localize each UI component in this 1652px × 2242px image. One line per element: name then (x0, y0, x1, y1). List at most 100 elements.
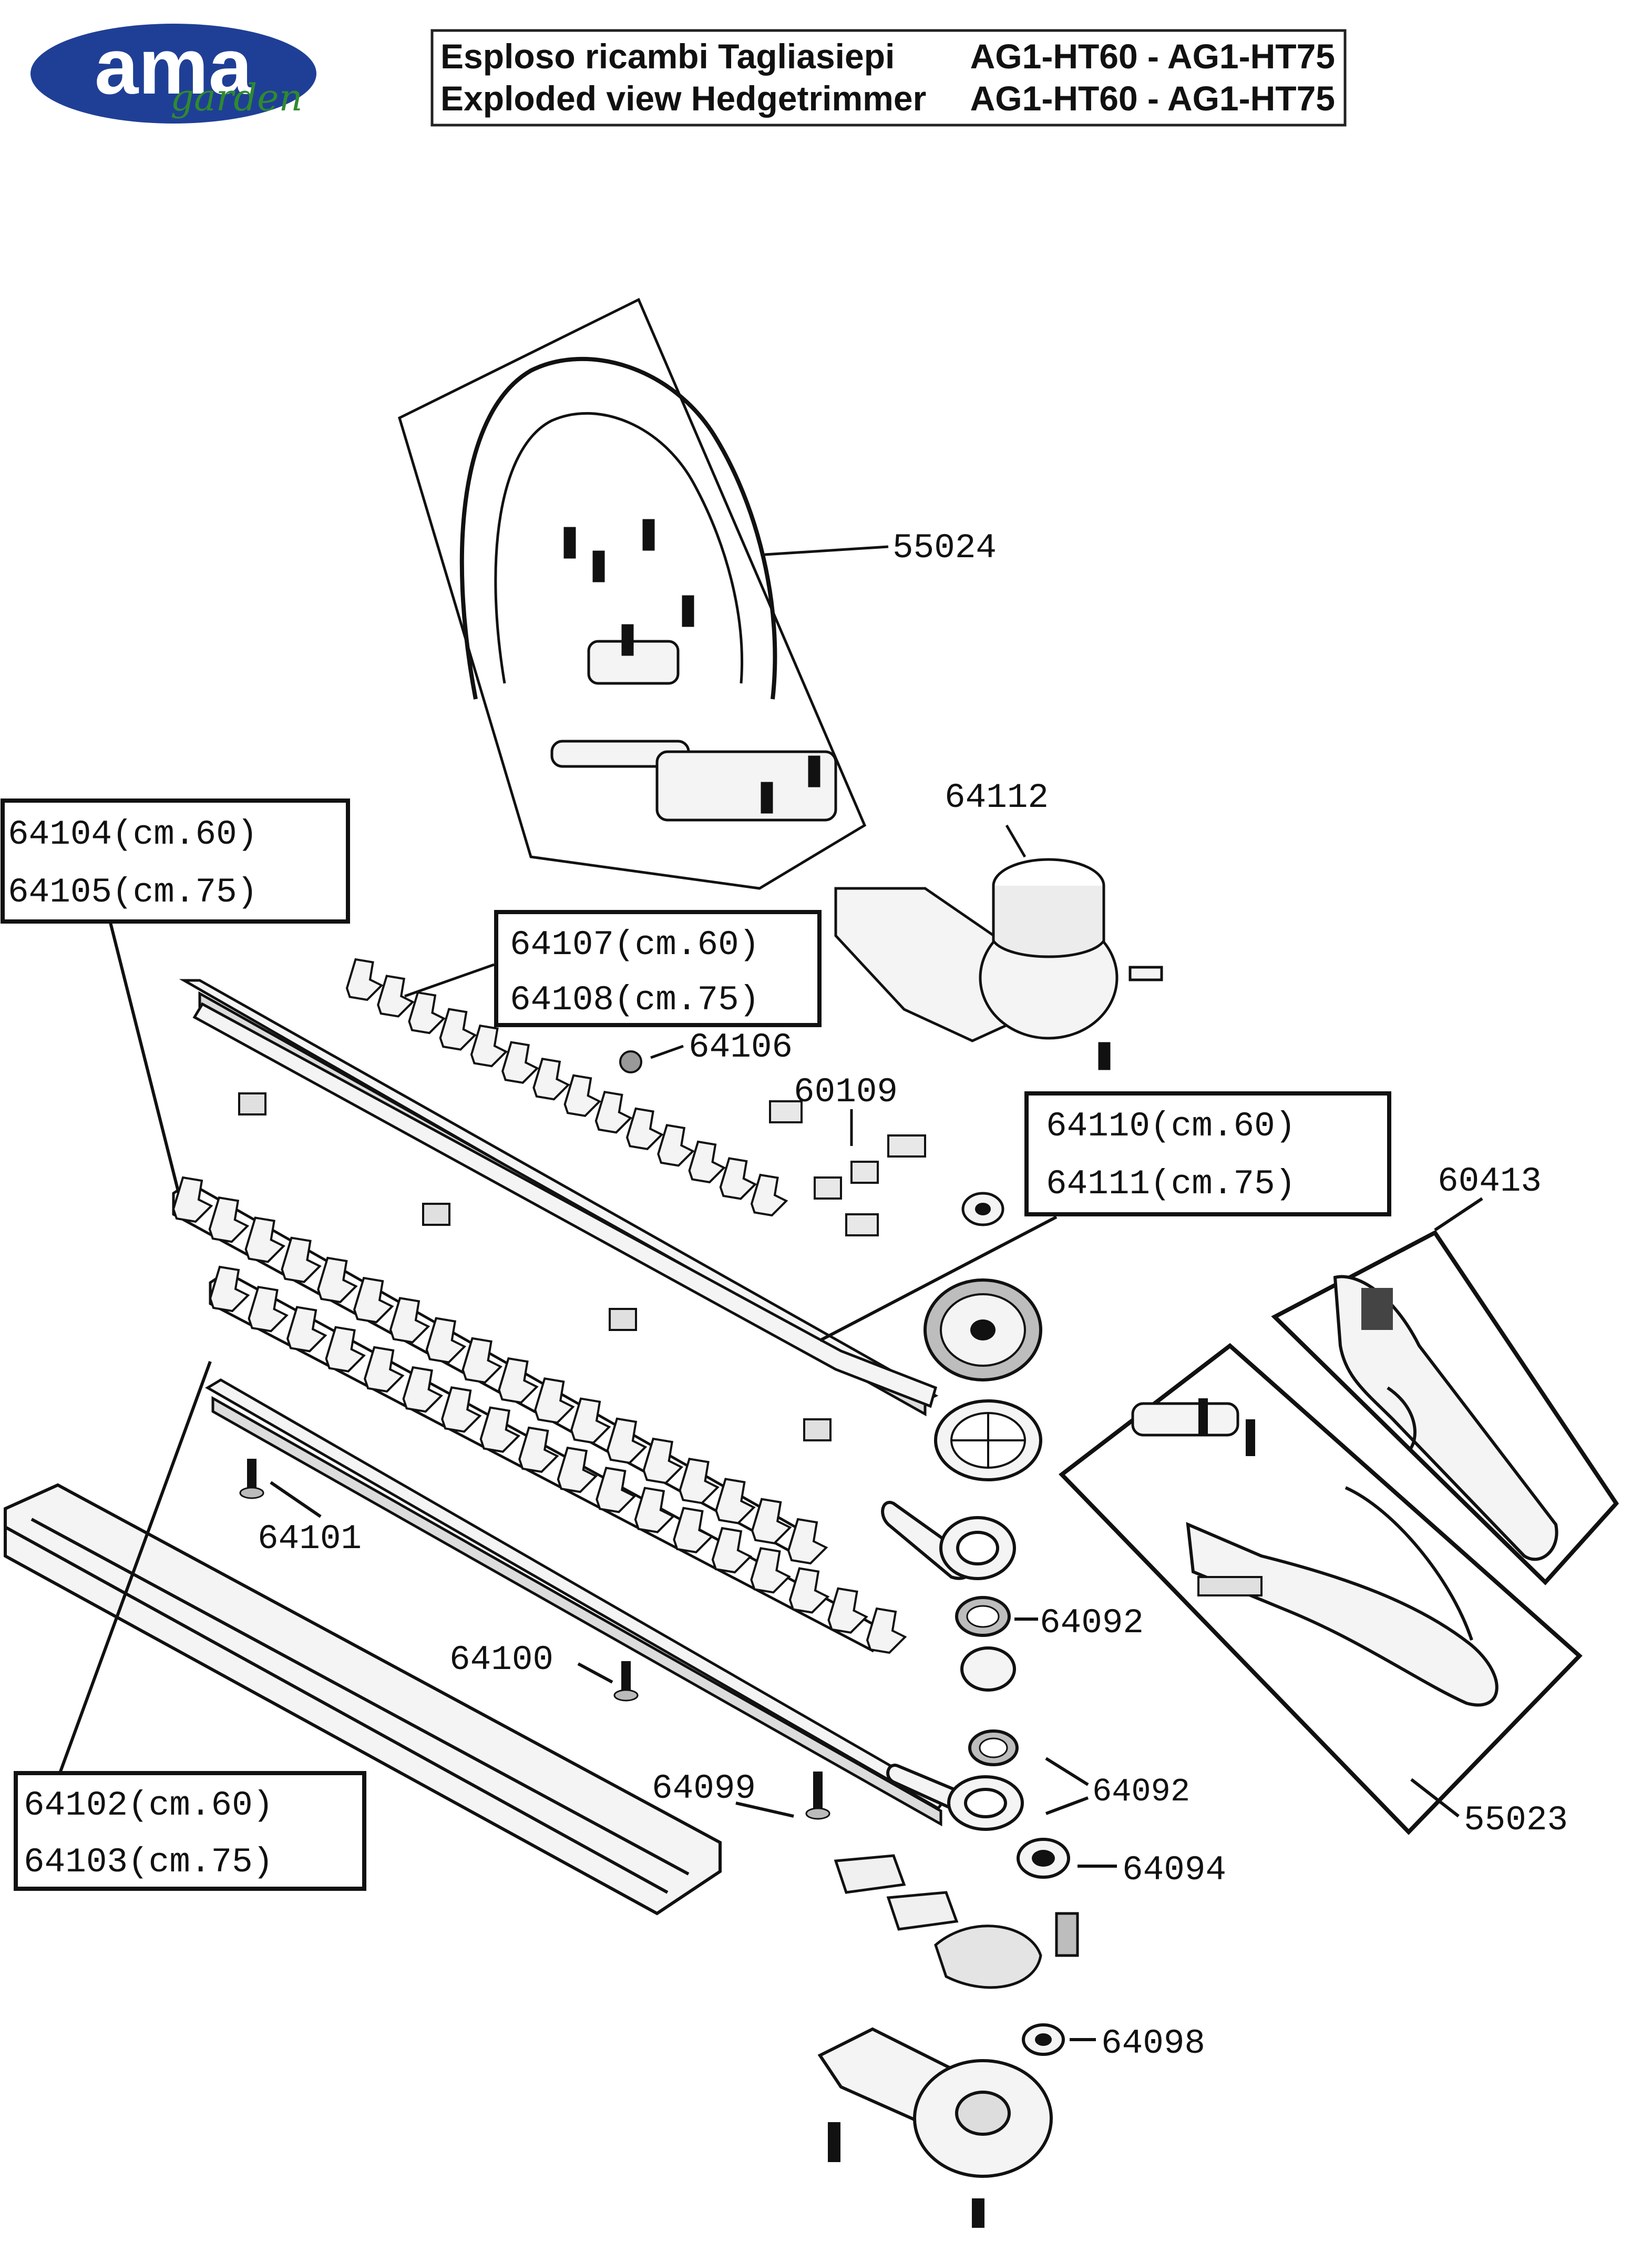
blade-tooth (244, 1216, 286, 1263)
blade-tooth (750, 1173, 788, 1217)
eccentric-wheel (934, 1399, 1042, 1481)
blade-tooth (208, 1196, 250, 1243)
housing-screw (1098, 1042, 1111, 1070)
bottom-guard-ridge (30, 1518, 690, 1876)
label-64092-a: 64092 (1040, 1603, 1144, 1643)
bolt-64101 (239, 1459, 322, 1518)
callout-64104-64105: 64104(cm.60) 64105(cm.75) (1, 798, 350, 1194)
logo-script-text: garden (170, 76, 302, 119)
pinion (1055, 1912, 1079, 1957)
leader-64112 (1005, 824, 1027, 858)
leader-64092b-2 (1045, 1796, 1089, 1815)
rear-handle-switch (1361, 1288, 1393, 1330)
title-line1-models: AG1-HT60 - AG1-HT75 (970, 37, 1335, 76)
blade-tooth (557, 1446, 598, 1493)
spacer-set-60109 (769, 1100, 926, 1236)
label-64110: 64110(cm.60) (1046, 1107, 1296, 1146)
blade-tooth (719, 1157, 757, 1200)
bottom-guard (4, 1483, 722, 1916)
label-64099: 64099 (652, 1769, 756, 1808)
blade-tooth (353, 1276, 394, 1324)
blade-tooth (866, 1607, 907, 1654)
leader-64099 (735, 1801, 794, 1818)
handle-screws (563, 519, 820, 814)
front-handle-assembly (397, 298, 889, 890)
blade-tooth (498, 1357, 539, 1404)
label-64098: 64098 (1101, 2024, 1205, 2063)
label-60413: 60413 (1438, 1162, 1542, 1201)
blade-tooth (281, 1236, 322, 1283)
blade-tooth (827, 1587, 868, 1634)
bolt-64100 (577, 1661, 639, 1702)
handle-group-frame (397, 298, 867, 890)
blade-tooth (657, 1124, 695, 1167)
spacer (887, 1134, 926, 1158)
lower-cam-plate (934, 1924, 1042, 1989)
screw (828, 2122, 840, 2162)
gasket (834, 1854, 906, 1894)
housing-cup (992, 886, 1105, 958)
blade-tooth (425, 1317, 467, 1364)
rivet (803, 1418, 832, 1441)
lower-housing-bore (955, 2091, 1011, 2136)
blade-tooth (711, 1527, 753, 1574)
leader-55024 (764, 545, 889, 556)
cam (960, 1646, 1016, 1692)
blade-tooth (317, 1256, 358, 1304)
title-block: Esploso ricambi Tagliasiepi AG1-HT60 - A… (430, 29, 1347, 127)
label-64101: 64101 (258, 1519, 362, 1559)
ring-64092-a (955, 1596, 1038, 1637)
shaft-clamp (1131, 1402, 1239, 1437)
blade-tooth (345, 958, 384, 1001)
screw (972, 2198, 984, 2228)
blade-tooth (594, 1091, 633, 1134)
bolt-64099 (735, 1772, 830, 1820)
callout-64107-64108: 64107(cm.60) 64108(cm.75) (404, 910, 822, 1027)
blade-tooth (606, 1417, 648, 1464)
drive-gear (924, 1278, 1042, 1381)
bearing-upper (961, 1192, 1004, 1226)
label-64108: 64108(cm.75) (510, 980, 760, 1020)
label-64103: 64103(cm.75) (24, 1842, 273, 1882)
bolt-head (805, 1807, 830, 1820)
housing-arm (834, 887, 1032, 1042)
gasket (886, 1891, 959, 1931)
rod-eye-bore (956, 1531, 999, 1565)
blade-strip-lower (205, 1378, 948, 1827)
screw (563, 527, 576, 559)
label-64102: 64102(cm.60) (24, 1786, 273, 1825)
label-64092-b: 64092 (1092, 1773, 1190, 1810)
blade-tooth (479, 1406, 521, 1453)
label-64106: 64106 (689, 1028, 793, 1067)
blade-tooth (209, 1265, 250, 1313)
leader-64110 (819, 1215, 1058, 1342)
rivet (238, 1092, 266, 1115)
callout-64110-64111: 64110(cm.60) 64111(cm.75) (819, 1091, 1391, 1342)
callout-60413 (1271, 1197, 1619, 1585)
rear-tube-bend (1345, 1486, 1473, 1641)
blade-tooth (248, 1285, 289, 1333)
blade-tooth (688, 1140, 726, 1184)
blade-tooth (596, 1467, 637, 1513)
blade-tooth (286, 1306, 327, 1353)
blade-tooth (750, 1547, 791, 1594)
lower-blade-b (209, 1265, 907, 1654)
nut (619, 1050, 642, 1073)
spacer (814, 1176, 842, 1200)
blade-rail-body (192, 1002, 938, 1408)
label-64100: 64100 (449, 1640, 553, 1680)
blade-tooth (534, 1377, 575, 1424)
leader-64100 (577, 1662, 613, 1684)
label-64104: 64104(cm.60) (8, 815, 258, 854)
blade-rail (192, 1002, 938, 1408)
blade-tooth (787, 1518, 828, 1565)
lower-blade-a (172, 1176, 828, 1565)
blade-tooth (441, 1386, 482, 1433)
lower-housing (817, 2027, 1053, 2228)
leader-60413 (1434, 1197, 1483, 1232)
blade-tooth (625, 1107, 664, 1150)
blade-tooth (532, 1057, 570, 1101)
blade-tooth (501, 1041, 539, 1084)
logo-oval (30, 24, 316, 124)
